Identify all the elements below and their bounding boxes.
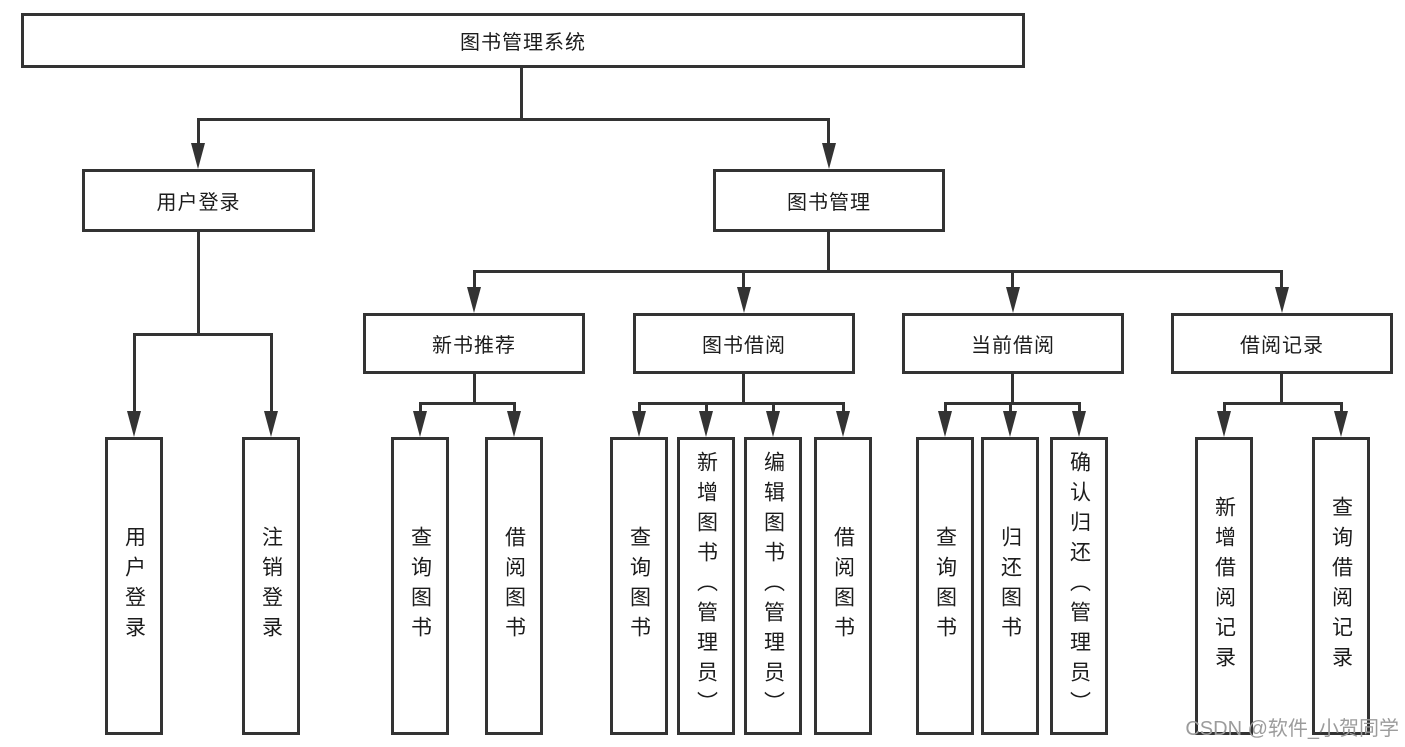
node-leaf-confirm-return-admin: 确认归还（管理员） — [1050, 437, 1108, 735]
connector-stub — [638, 402, 641, 413]
connector-stub — [133, 333, 136, 413]
connector-stub — [270, 333, 273, 413]
connector-stub — [1009, 402, 1012, 413]
arrow-down-icon — [737, 287, 751, 313]
connector-book-borrow-drop — [742, 374, 745, 404]
connector-stub — [419, 402, 422, 413]
connector-root-drop — [520, 68, 523, 120]
connector-stub — [197, 118, 200, 145]
arrow-down-icon — [507, 411, 521, 437]
arrow-down-icon — [191, 143, 205, 169]
arrow-down-icon — [467, 287, 481, 313]
connector-stub — [827, 118, 830, 145]
node-borrow-records: 借阅记录 — [1171, 313, 1393, 374]
connector-stub — [473, 270, 476, 289]
node-root: 图书管理系统 — [21, 13, 1025, 68]
connector-stub — [772, 402, 775, 413]
node-user-login: 用户登录 — [82, 169, 315, 232]
connector-stub — [705, 402, 708, 413]
connector-user-login-split — [133, 333, 273, 336]
node-leaf-user-login: 用户登录 — [105, 437, 163, 735]
node-leaf-logout: 注销登录 — [242, 437, 300, 735]
node-leaf-query-books-3: 查询图书 — [916, 437, 974, 735]
connector-new-books-drop — [473, 374, 476, 404]
connector-current-borrow-split — [944, 402, 1081, 405]
node-leaf-borrow-books-1: 借阅图书 — [485, 437, 543, 735]
arrow-down-icon — [1003, 411, 1017, 437]
connector-book-management-split — [473, 270, 1283, 273]
arrow-down-icon — [413, 411, 427, 437]
arrow-down-icon — [264, 411, 278, 437]
node-leaf-query-books-2: 查询图书 — [610, 437, 668, 735]
node-leaf-query-borrow-record: 查询借阅记录 — [1312, 437, 1370, 735]
node-leaf-add-borrow-record: 新增借阅记录 — [1195, 437, 1253, 735]
connector-stub — [944, 402, 947, 413]
arrow-down-icon — [1334, 411, 1348, 437]
node-book-borrow: 图书借阅 — [633, 313, 855, 374]
node-leaf-add-books-admin: 新增图书（管理员） — [677, 437, 735, 735]
arrow-down-icon — [699, 411, 713, 437]
arrow-down-icon — [836, 411, 850, 437]
connector-user-login-drop — [197, 232, 200, 335]
node-current-borrow: 当前借阅 — [902, 313, 1124, 374]
connector-stub — [513, 402, 516, 413]
connector-current-borrow-drop — [1011, 374, 1014, 404]
node-leaf-edit-books-admin: 编辑图书（管理员） — [744, 437, 802, 735]
connector-root-split — [197, 118, 830, 121]
connector-new-books-split — [419, 402, 516, 405]
connector-borrow-records-split — [1223, 402, 1343, 405]
connector-stub — [1011, 270, 1014, 289]
connector-stub — [1223, 402, 1226, 413]
node-book-management: 图书管理 — [713, 169, 945, 232]
connector-stub — [1280, 270, 1283, 289]
node-new-books: 新书推荐 — [363, 313, 585, 374]
connector-stub — [1078, 402, 1081, 413]
csdn-watermark: CSDN @软件_小贺同学 — [1185, 718, 1399, 740]
node-leaf-query-books-1: 查询图书 — [391, 437, 449, 735]
arrow-down-icon — [822, 143, 836, 169]
arrow-down-icon — [1006, 287, 1020, 313]
arrow-down-icon — [766, 411, 780, 437]
connector-stub — [742, 270, 745, 289]
node-leaf-return-books: 归还图书 — [981, 437, 1039, 735]
arrow-down-icon — [1275, 287, 1289, 313]
arrow-down-icon — [938, 411, 952, 437]
arrow-down-icon — [127, 411, 141, 437]
connector-borrow-records-drop — [1280, 374, 1283, 404]
arrow-down-icon — [632, 411, 646, 437]
connector-stub — [1340, 402, 1343, 413]
connector-book-borrow-split — [638, 402, 845, 405]
node-leaf-borrow-books-2: 借阅图书 — [814, 437, 872, 735]
connector-book-management-drop — [827, 232, 830, 272]
arrow-down-icon — [1217, 411, 1231, 437]
arrow-down-icon — [1072, 411, 1086, 437]
connector-stub — [842, 402, 845, 413]
